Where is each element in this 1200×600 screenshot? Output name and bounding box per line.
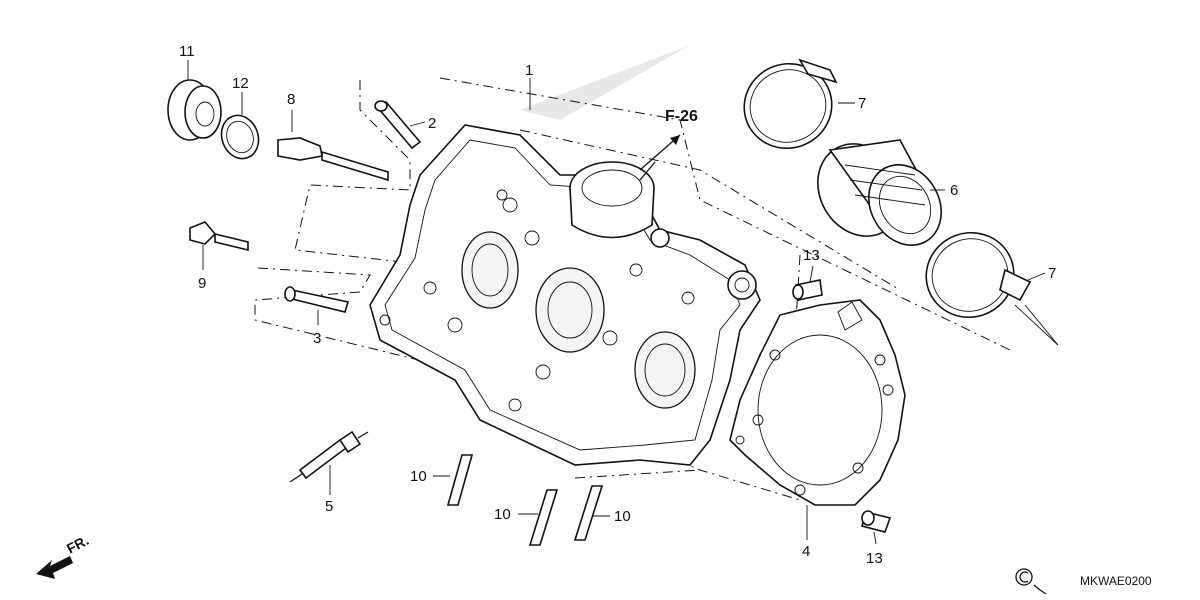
intake-insulator [817,139,942,246]
callout-12: 12 [232,75,249,92]
callout-7-lower: 7 [1048,265,1056,282]
reference-label: F-26 [665,108,698,125]
flange-bolt-9 [189,221,249,252]
callout-2: 2 [428,115,436,132]
copyright-icon [1015,568,1047,595]
front-arrow-icon [36,556,73,579]
callout-9: 9 [198,275,206,292]
callout-1: 1 [525,62,533,79]
stud-bolt-10-left [446,454,474,506]
callout-10-right: 10 [614,508,631,525]
hose-clamp-lower [925,231,1032,319]
callout-13-lower: 13 [866,550,883,567]
callout-6: 6 [950,182,958,199]
flange-bolt-8 [277,137,389,182]
hose-clamp-upper [743,58,838,150]
callout-8: 8 [287,91,295,108]
stud-bolt-10-center [528,489,559,546]
callout-7-upper: 7 [858,95,866,112]
callout-11: 11 [179,43,195,60]
callout-10-left: 10 [410,468,427,485]
callout-labels: 1 2 3 4 5 6 7 7 8 9 10 10 10 11 12 13 13 [179,43,1056,567]
leader-lines [187,60,1059,545]
dowel-pin-13-upper [792,279,823,301]
stipple-shading [520,45,690,120]
dowel-pin-3 [284,286,350,313]
front-indicator: FR. [64,532,91,557]
spark-plug [289,430,369,483]
o-ring-12 [220,114,260,160]
dowel-pin-13-lower [861,510,892,533]
cylinder-head [369,124,761,466]
callout-10-center: 10 [494,506,511,523]
callout-4: 4 [802,543,810,560]
head-gasket [729,299,906,506]
drawing-code: MKWAE0200 [1080,574,1152,588]
callout-5: 5 [325,498,333,515]
callout-3: 3 [313,330,321,347]
dowel-pin-2 [374,100,422,150]
cap-11 [167,79,222,141]
stud-bolt-10-right [573,485,604,541]
callout-13-upper: 13 [803,247,820,264]
